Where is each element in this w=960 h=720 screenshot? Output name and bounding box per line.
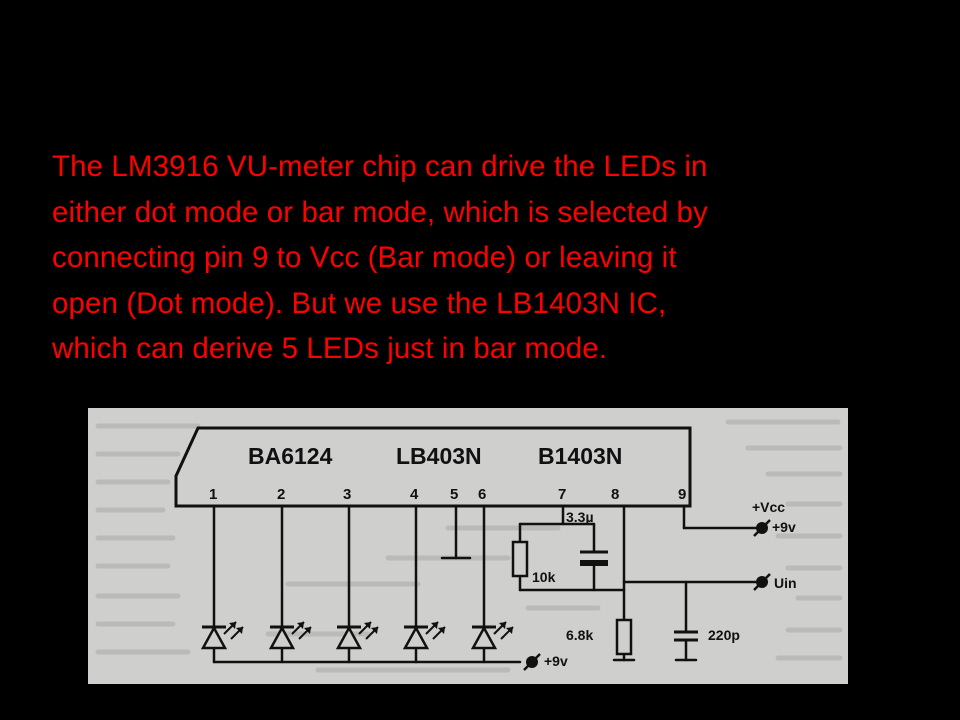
- body-line-5: which can derive 5 LEDs just in bar mode…: [52, 332, 608, 365]
- label-220p: 220p: [708, 627, 740, 643]
- label-plus9v-bottom: +9v: [544, 653, 568, 669]
- schematic-image: BA6124 LB403N B1403N 1 2 3 4 5 6 7 8 9: [88, 408, 848, 684]
- led-4: [402, 621, 446, 650]
- pin-8: 8: [611, 486, 619, 503]
- pin-2: 2: [277, 486, 285, 503]
- pin-9: 9: [678, 486, 686, 503]
- label-plus9v-right: +9v: [772, 519, 796, 535]
- pin-6: 6: [478, 486, 486, 503]
- pin-3: 3: [343, 486, 351, 503]
- ic-label-b1403n: B1403N: [538, 443, 622, 469]
- pin-1: 1: [209, 486, 217, 503]
- body-line-4: open (Dot mode). But we use the LB1403N …: [52, 286, 667, 320]
- ic-label-ba6124: BA6124: [248, 443, 333, 469]
- ic-label-lb403n: LB403N: [396, 443, 482, 469]
- schematic-drawing: BA6124 LB403N B1403N 1 2 3 4 5 6 7 8 9: [95, 419, 843, 673]
- capacitor-3-3u: [580, 550, 608, 566]
- pin-numbers: 1 2 3 4 5 6 7 8 9: [209, 486, 686, 503]
- body-line-1: The LM3916 VU-meter chip can drive the L…: [52, 150, 708, 183]
- pin-5: 5: [450, 486, 458, 503]
- led-2: [268, 621, 312, 650]
- led-3: [335, 621, 379, 650]
- label-10k: 10k: [532, 569, 556, 585]
- ic-package: [174, 426, 692, 508]
- pin-7: 7: [558, 486, 566, 503]
- slide-body-text: The LM3916 VU-meter chip can drive the L…: [52, 144, 912, 372]
- label-vcc: +Vcc: [752, 499, 785, 515]
- resistor-10k: [511, 540, 529, 578]
- body-line-3: connecting pin 9 to Vcc (Bar mode) or le…: [52, 241, 677, 274]
- label-6-8k: 6.8k: [566, 627, 593, 643]
- body-line-2: either dot mode or bar mode, which is se…: [52, 195, 708, 229]
- terminal-symbols: [526, 522, 768, 668]
- label-uin: Uin: [774, 575, 797, 591]
- led-5: [470, 621, 514, 650]
- label-3-3u: 3.3µ: [566, 509, 594, 525]
- led-1: [200, 621, 244, 650]
- wires: [212, 504, 758, 664]
- pin-4: 4: [410, 486, 419, 503]
- resistor-6-8k: [615, 618, 633, 656]
- led-array: [200, 621, 514, 650]
- capacitor-220p: [674, 630, 698, 642]
